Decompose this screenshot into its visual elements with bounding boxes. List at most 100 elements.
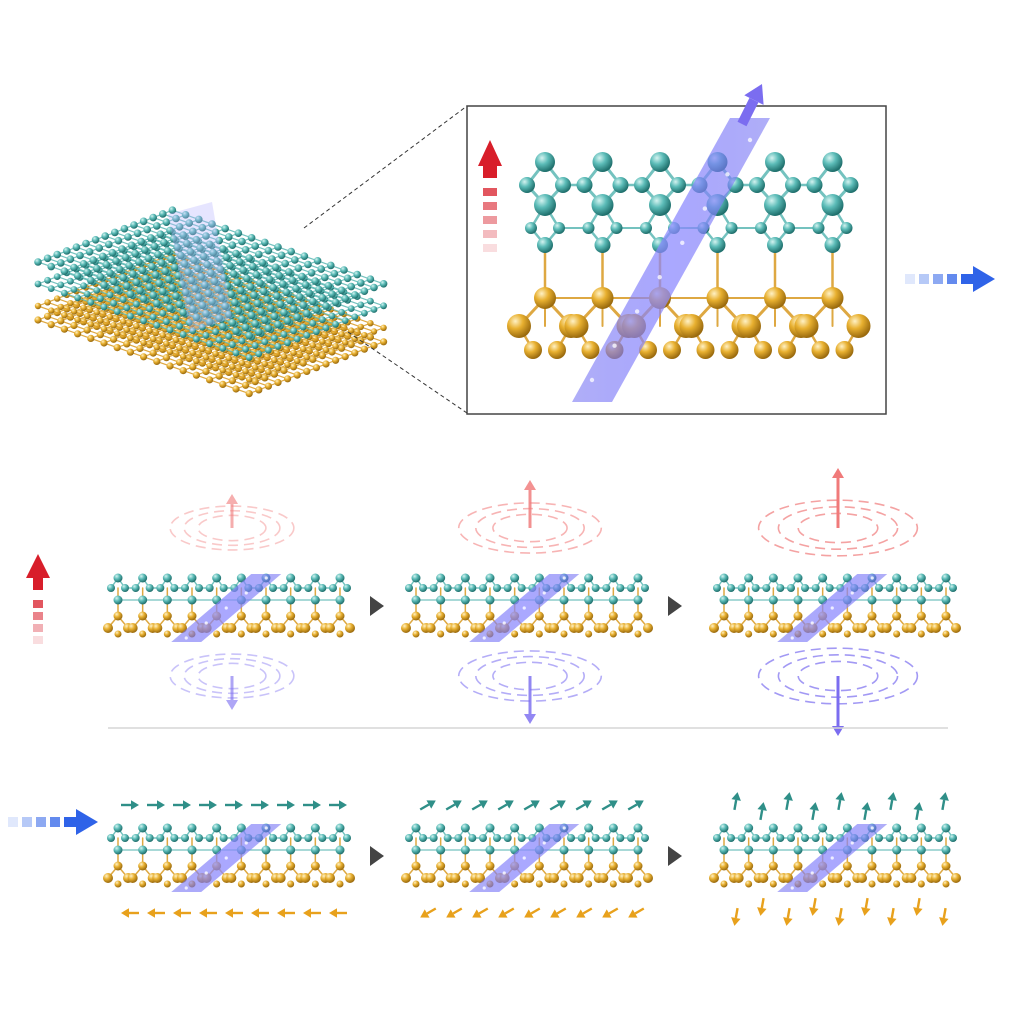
teal-atom bbox=[341, 317, 349, 324]
teal-atom bbox=[181, 834, 189, 842]
teal-atom bbox=[170, 584, 179, 592]
teal-atom bbox=[212, 573, 222, 583]
gold-atom bbox=[290, 349, 297, 356]
teal-atom bbox=[265, 275, 274, 284]
gold-atom bbox=[336, 880, 344, 888]
gold-atom bbox=[286, 861, 296, 871]
teal-moment-arrow bbox=[731, 792, 741, 811]
gold-atom bbox=[425, 623, 436, 633]
teal-atom bbox=[263, 295, 272, 304]
teal-atom bbox=[812, 222, 825, 234]
teal-atom bbox=[584, 845, 594, 855]
gold-atom bbox=[720, 341, 739, 359]
arrow-head bbox=[783, 917, 793, 926]
orange-moment-arrow bbox=[835, 907, 845, 926]
arrow-head bbox=[131, 800, 139, 810]
teal-atom bbox=[503, 834, 512, 842]
gold-atom bbox=[313, 350, 320, 357]
teal-atom bbox=[139, 217, 148, 226]
teal-atom bbox=[181, 584, 189, 592]
teal-atom bbox=[304, 260, 312, 269]
gold-atom bbox=[138, 861, 148, 871]
teal-atom bbox=[274, 243, 282, 251]
beam-spark bbox=[702, 206, 708, 211]
teal-moment-arrow bbox=[445, 800, 462, 811]
orange-moment-arrow bbox=[628, 907, 645, 918]
teal-atom bbox=[223, 282, 232, 290]
beam-spark bbox=[482, 636, 486, 640]
arrow-head bbox=[472, 909, 482, 918]
gold-atom bbox=[745, 880, 753, 888]
teal-atom bbox=[310, 845, 320, 855]
teal-moment-arrow bbox=[471, 800, 488, 811]
teal-atom bbox=[633, 845, 643, 855]
teal-atom bbox=[867, 845, 877, 855]
gold-atom bbox=[380, 324, 387, 331]
arrow-shaft bbox=[33, 576, 43, 590]
teal-atom bbox=[109, 277, 118, 286]
teal-moment-arrow bbox=[303, 800, 321, 810]
teal-atom bbox=[183, 239, 191, 248]
gold-atom bbox=[172, 336, 180, 344]
zoom-line-bottom bbox=[347, 331, 468, 414]
teal-atom bbox=[264, 324, 273, 333]
gold-atom bbox=[166, 348, 174, 356]
teal-atom bbox=[899, 834, 908, 842]
teal-atom bbox=[99, 252, 107, 261]
teal-atom bbox=[380, 302, 387, 310]
teal-atom bbox=[768, 573, 778, 583]
lower-field-lobes bbox=[457, 650, 603, 724]
gold-atom bbox=[535, 880, 543, 888]
gold-atom bbox=[559, 611, 569, 621]
gold-atom bbox=[485, 611, 495, 621]
teal-atom bbox=[149, 213, 157, 222]
gold-atom bbox=[146, 327, 153, 334]
slab-beam bbox=[168, 202, 232, 332]
teal-atom bbox=[238, 315, 246, 323]
gold-atom bbox=[311, 880, 319, 888]
arrow-dash bbox=[919, 274, 929, 284]
teal-atom bbox=[633, 823, 643, 833]
arrow-shaft bbox=[785, 799, 790, 811]
teal-atom bbox=[47, 285, 55, 292]
arrow-head bbox=[277, 908, 285, 918]
beam-spark bbox=[264, 576, 268, 580]
teal-atom bbox=[155, 279, 163, 287]
gold-atom bbox=[114, 330, 121, 337]
teal-atom bbox=[101, 232, 109, 240]
teal-atom bbox=[261, 595, 271, 605]
gold-atom bbox=[136, 344, 144, 353]
teal-atom bbox=[935, 834, 943, 842]
teal-atom bbox=[162, 295, 171, 304]
teal-atom bbox=[293, 834, 302, 842]
teal-atom bbox=[131, 584, 140, 592]
teal-atom bbox=[145, 834, 154, 842]
teal-atom bbox=[822, 152, 843, 172]
gold-atom bbox=[245, 390, 253, 398]
teal-atom bbox=[251, 319, 259, 328]
beam-spark bbox=[224, 606, 228, 610]
teal-atom bbox=[627, 834, 635, 842]
teal-atom bbox=[149, 313, 157, 321]
arrow-head bbox=[303, 908, 311, 918]
gold-atom bbox=[892, 861, 902, 871]
teal-atom bbox=[713, 584, 721, 592]
current-right-icon-row bbox=[8, 809, 98, 835]
teal-atom bbox=[227, 290, 235, 298]
teal-atom bbox=[143, 225, 151, 234]
teal-atom bbox=[141, 246, 149, 254]
teal-atom bbox=[231, 298, 239, 307]
teal-atom bbox=[57, 259, 65, 267]
teal-atom bbox=[209, 248, 217, 257]
gold-atom bbox=[139, 880, 147, 888]
beam-spark bbox=[244, 841, 248, 845]
teal-atom bbox=[941, 595, 951, 605]
vertical-panel bbox=[401, 480, 653, 724]
teal-atom bbox=[584, 595, 594, 605]
orange-moment-arrow bbox=[757, 897, 767, 916]
arrow-head bbox=[602, 909, 612, 918]
lattice-strip bbox=[103, 573, 355, 642]
arrow-shaft bbox=[452, 907, 463, 915]
beam-spark bbox=[224, 856, 228, 860]
gold-atom bbox=[335, 611, 345, 621]
